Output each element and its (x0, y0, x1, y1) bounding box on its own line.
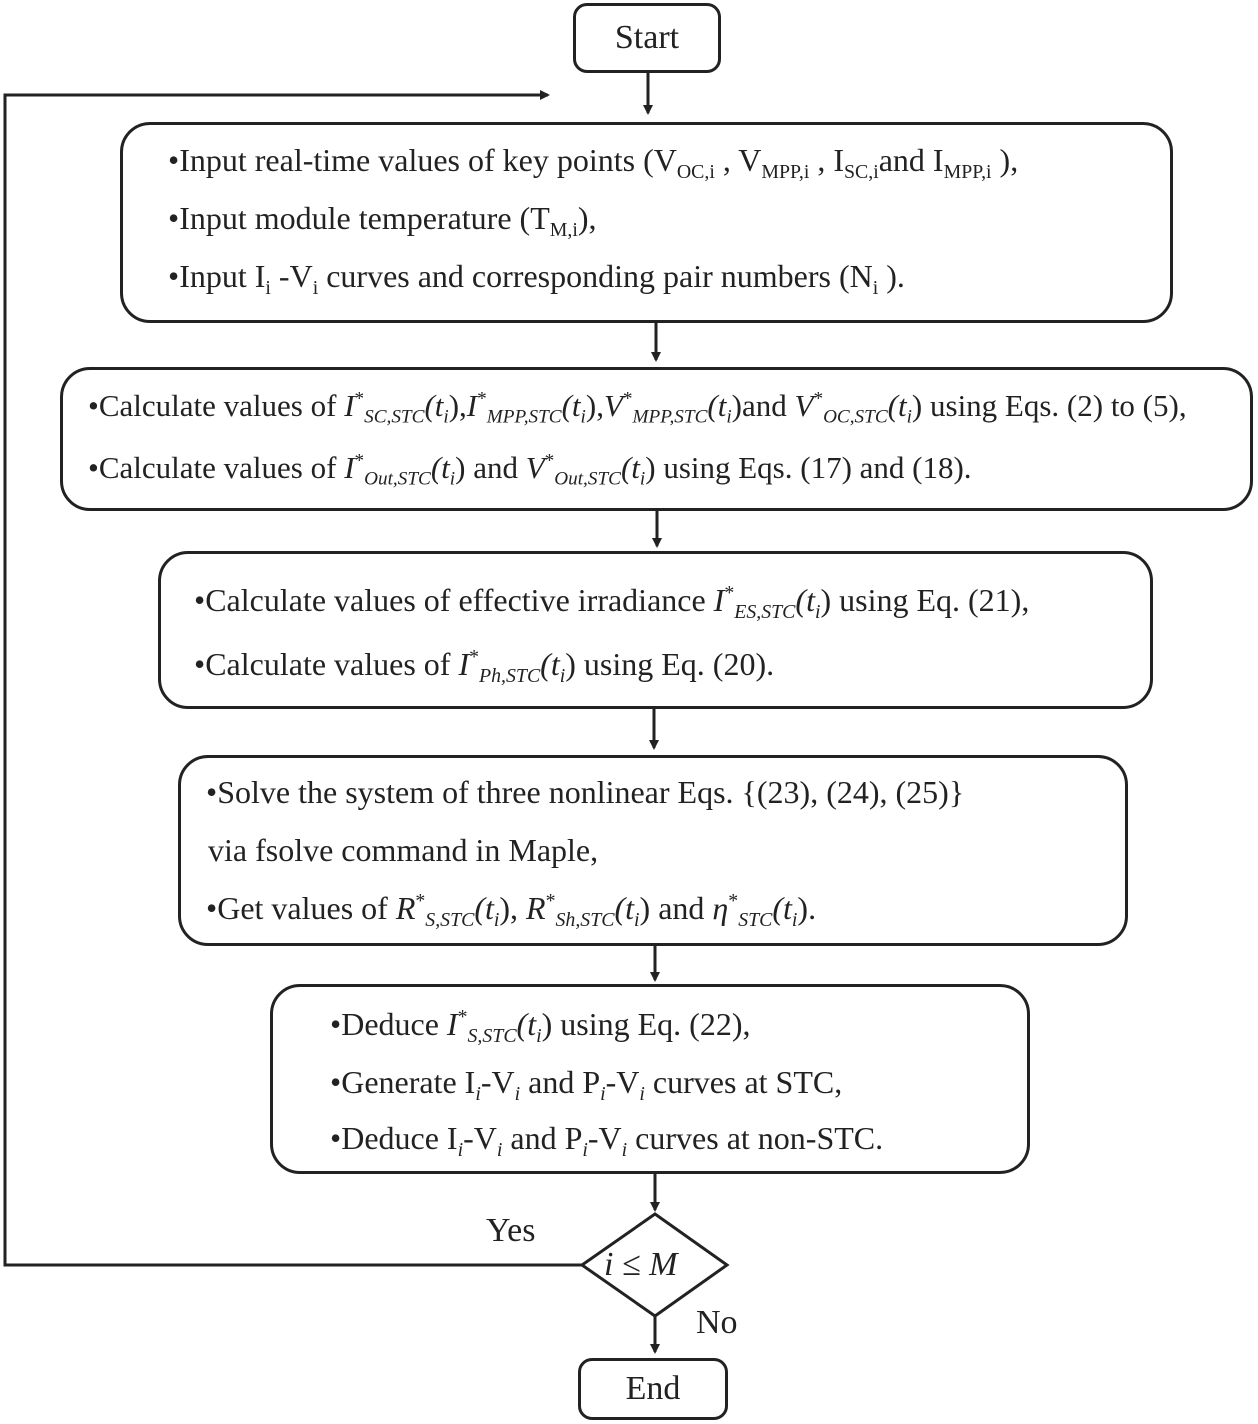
yes-label: Yes (486, 1212, 536, 1249)
input-line-curves: •Input Ii -Vi curves and corresponding p… (168, 258, 905, 299)
solve-line-results: •Get values of R*S,STC(ti), R*Sh,STC(ti)… (206, 890, 817, 931)
end-node: End (578, 1358, 728, 1420)
calc-line-output: •Calculate values of I*Out,STC(ti) and V… (88, 450, 972, 490)
no-label: No (696, 1304, 738, 1341)
solve-line-fsolve: via fsolve command in Maple, (208, 832, 599, 868)
input-box (120, 122, 1173, 323)
irradiance-line-photocurrent: •Calculate values of I*Ph,STC(ti) using … (194, 646, 775, 687)
start-node: Start (573, 3, 721, 73)
input-line-temperature: •Input module temperature (TM,i), (168, 200, 597, 241)
end-label: End (625, 1370, 681, 1407)
solve-line-system: •Solve the system of three nonlinear Eqs… (206, 774, 965, 810)
calculate-stc-box (60, 367, 1253, 511)
calc-line-key-points: •Calculate values of I*SC,STC(ti),I*MPP,… (88, 388, 1187, 428)
irradiance-line-effective: •Calculate values of effective irradianc… (194, 582, 1030, 623)
irradiance-box (158, 551, 1153, 709)
decision-diamond (579, 1212, 730, 1318)
solve-box (178, 755, 1128, 946)
deduce-box (270, 984, 1030, 1174)
deduce-line-non-stc: •Deduce Ii-Vi and Pi-Vi curves at non-ST… (330, 1120, 884, 1161)
loop-back-line (3, 90, 582, 1267)
input-line-key-points: •Input real-time values of key points (V… (168, 142, 1019, 183)
deduce-line-generate-stc: •Generate Ii-Vi and Pi-Vi curves at STC, (330, 1064, 843, 1105)
start-label: Start (614, 19, 680, 56)
deduce-line-saturation: •Deduce I*S,STC(ti) using Eq. (22), (330, 1006, 751, 1047)
decision-condition: i ≤ M (604, 1246, 678, 1283)
